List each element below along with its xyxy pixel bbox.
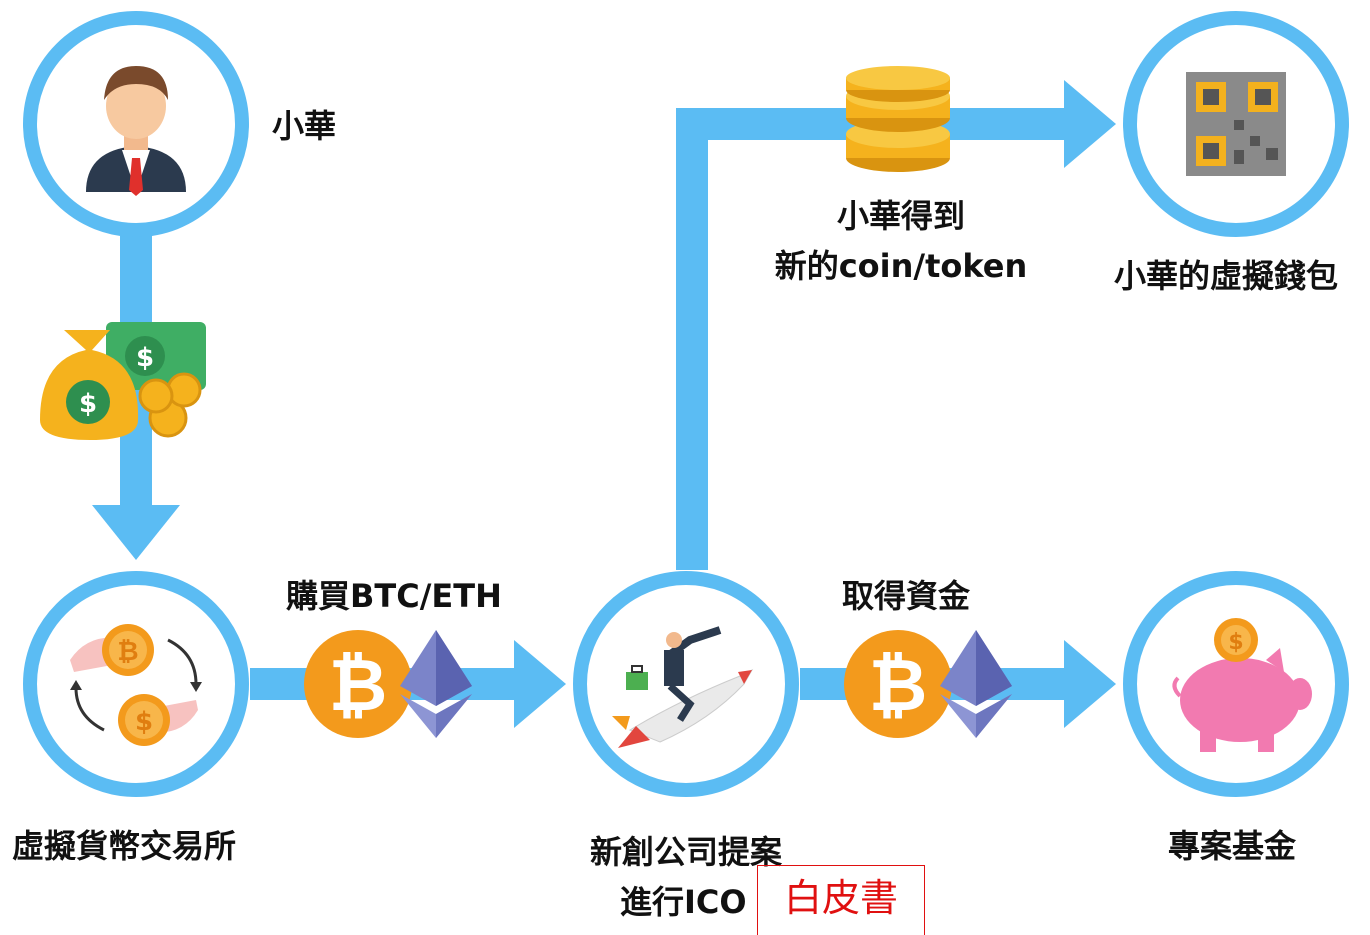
qr-code-icon — [1186, 72, 1286, 176]
coin-stack-icon — [846, 66, 950, 172]
rocket-businessman-icon — [612, 626, 754, 748]
money-bag-icon: $ $ — [40, 322, 206, 440]
svg-text:$: $ — [135, 707, 153, 737]
person-label: 小華 — [272, 107, 337, 145]
node-wallet — [1123, 11, 1349, 237]
arrowhead-right-project — [1064, 640, 1116, 728]
arrowhead-right-startup — [514, 640, 566, 728]
svg-text:$: $ — [79, 389, 97, 419]
ethereum-icon — [400, 630, 472, 738]
receive-label-line1: 小華得到 — [836, 197, 965, 235]
piggy-bank-icon: $ — [1172, 618, 1312, 752]
svg-text:$: $ — [136, 343, 154, 373]
arrowhead-right-wallet — [1064, 80, 1116, 168]
project-label: 專案基金 — [1168, 827, 1297, 865]
whitepaper-annotation-text: 白皮書 — [783, 876, 898, 920]
ethereum-icon — [940, 630, 1012, 738]
node-exchange: ₿ $ — [23, 571, 249, 797]
funds-label: 取得資金 — [842, 577, 971, 615]
connector-startup-up — [676, 108, 708, 570]
svg-text:₿: ₿ — [329, 643, 388, 727]
bitcoin-icon: ₿ — [844, 630, 952, 738]
wallet-label: 小華的虛擬錢包 — [1114, 257, 1339, 295]
svg-text:₿: ₿ — [869, 643, 928, 727]
receive-label-line2: 新的coin/token — [774, 247, 1028, 285]
arrowhead-down — [92, 505, 180, 560]
currency-exchange-icon: ₿ $ — [70, 624, 202, 746]
businessman-icon — [86, 66, 186, 196]
svg-text:₿: ₿ — [117, 637, 138, 667]
proposal-label-line2: 進行ICO — [620, 883, 747, 921]
buy-label: 購買BTC/ETH — [286, 577, 502, 615]
node-person — [23, 11, 249, 237]
whitepaper-annotation: 白皮書 — [757, 865, 925, 935]
node-startup — [573, 571, 799, 797]
bitcoin-icon: ₿ — [304, 630, 412, 738]
svg-text:$: $ — [1228, 630, 1243, 655]
crypto-pair-funds: ₿ — [844, 630, 1012, 738]
proposal-label-line1: 新創公司提案 — [589, 833, 782, 871]
crypto-pair-buy: ₿ — [304, 630, 472, 738]
exchange-label: 虛擬貨幣交易所 — [12, 827, 237, 865]
node-project: $ — [1123, 571, 1349, 797]
